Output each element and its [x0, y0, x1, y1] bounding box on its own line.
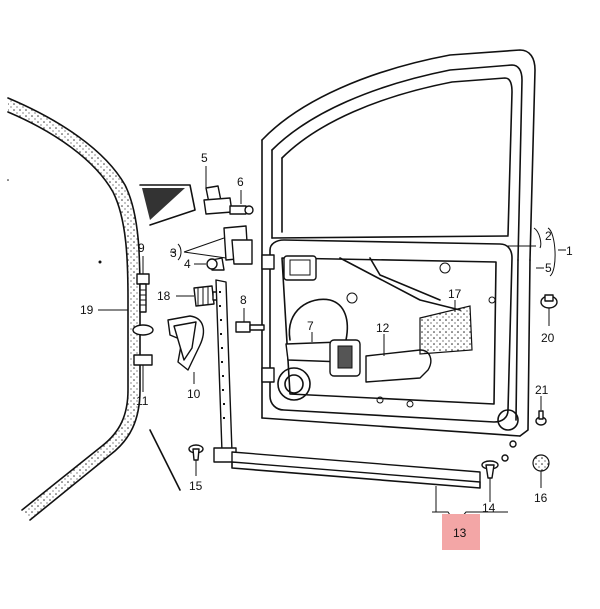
clip-20: [540, 294, 558, 309]
handle-12: [365, 349, 432, 383]
clip-14: [481, 440, 517, 479]
label-11: 11: [136, 394, 149, 408]
clip-21: [535, 410, 547, 426]
hinge-upper: [203, 185, 254, 215]
label-12: 12: [376, 321, 390, 335]
pad-17: [419, 305, 473, 355]
label-16: 16: [534, 491, 548, 505]
label-4: 4: [184, 257, 191, 271]
bolt-9: [132, 273, 154, 366]
door-frame: [261, 49, 536, 437]
hinge-lower: [206, 225, 253, 271]
label-17: 17: [448, 287, 462, 301]
label-5: 5: [201, 151, 208, 165]
buffer-18: [193, 285, 220, 307]
label-3: 3: [170, 246, 177, 260]
clip-15: [188, 444, 204, 461]
label-19: 19: [80, 303, 94, 317]
bolt-8: [235, 321, 265, 333]
clip-16: [532, 454, 550, 472]
label-18: 18: [157, 289, 171, 303]
label-10: 10: [187, 387, 201, 401]
quarter-window: [142, 188, 185, 220]
label-13[interactable]: 13: [453, 526, 467, 540]
highlight-13[interactable]: [442, 514, 480, 550]
label-9: 9: [138, 241, 145, 255]
label-20: 20: [541, 331, 555, 345]
label-15: 15: [189, 479, 203, 493]
label-5-right: 5: [545, 261, 552, 275]
check-strap: [167, 315, 205, 371]
label-7: 7: [307, 319, 314, 333]
body-pillar: [7, 97, 196, 521]
label-2: 2: [545, 229, 552, 243]
window-regulator: [285, 298, 361, 377]
label-14: 14: [482, 501, 496, 515]
label-1: 1: [566, 244, 573, 258]
leader-lines: [98, 166, 566, 525]
label-6: 6: [237, 175, 244, 189]
label-8: 8: [240, 293, 247, 307]
part-labels: 5 6 3 4 9 18 19 8 7 12 17 10 11 15 14 16…: [80, 151, 573, 540]
seal-strip: [213, 279, 481, 489]
label-21: 21: [535, 383, 549, 397]
